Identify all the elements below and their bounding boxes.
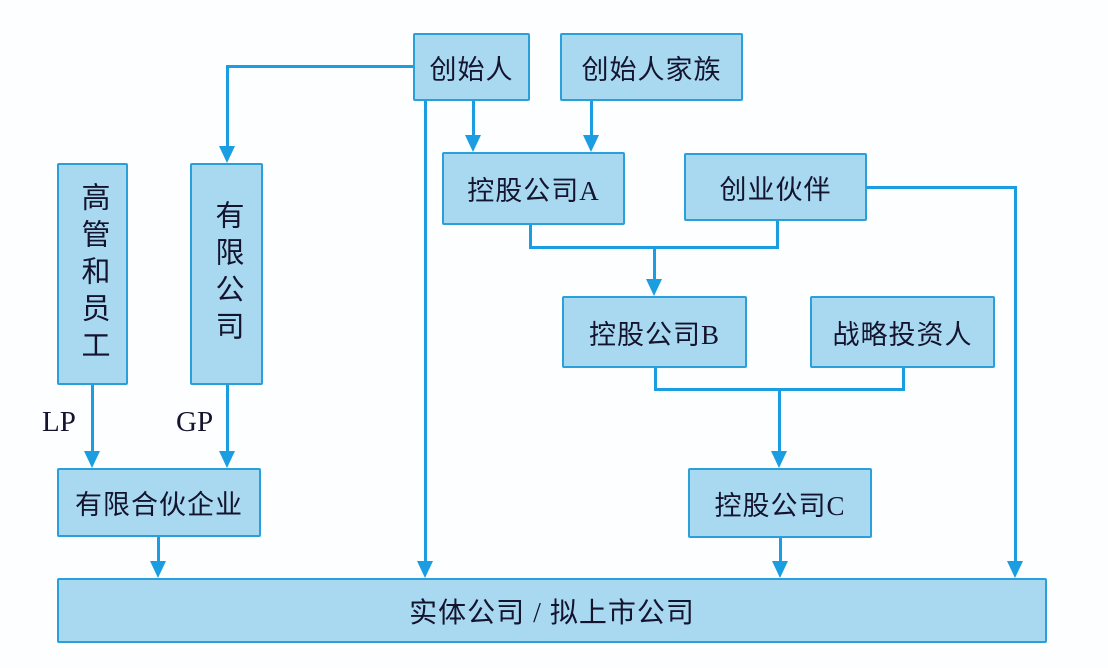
arrowhead-partners-into-entity bbox=[1007, 561, 1023, 578]
edge-holding-c-to-entity-vline bbox=[779, 537, 782, 563]
node-strategic-investors-label: 战略投资人 bbox=[832, 319, 973, 350]
arrowhead-holding-c-into-entity bbox=[772, 561, 788, 578]
edge-holding-b-drop-vline bbox=[654, 367, 657, 391]
arrowhead-partnership-into-entity bbox=[150, 561, 166, 578]
edge-label-gp: GP bbox=[176, 406, 214, 438]
arrowhead-family-into-holding-a bbox=[583, 135, 599, 152]
edge-holding-a-drop-vline bbox=[529, 224, 532, 249]
edge-strategic-drop-vline bbox=[902, 367, 905, 391]
edge-join-to-holding-b-vline bbox=[653, 246, 656, 281]
arrowhead-into-limited-company bbox=[219, 146, 235, 163]
edge-founder-to-limited-company-vline bbox=[226, 65, 229, 148]
edge-executives-to-partnership-vline bbox=[91, 384, 94, 453]
node-founder-family: 创始人家族 bbox=[560, 33, 743, 101]
edge-limited-company-to-partnership-vline bbox=[226, 384, 229, 453]
node-founder: 创始人 bbox=[413, 33, 530, 101]
node-executives-and-employees-label: 高管和员工 bbox=[77, 181, 109, 367]
node-holding-company-a: 控股公司A bbox=[442, 152, 625, 225]
edge-join-to-holding-c-vline bbox=[778, 388, 781, 453]
node-venture-partners-label: 创业伙伴 bbox=[719, 174, 832, 205]
node-entity-company: 实体公司 / 拟上市公司 bbox=[57, 578, 1047, 643]
edge-partners-to-entity-hline bbox=[867, 186, 1017, 189]
edge-partners-to-entity-vline bbox=[1014, 186, 1017, 563]
node-holding-company-b-label: 控股公司B bbox=[588, 319, 720, 350]
node-limited-company-label: 有限公司 bbox=[211, 200, 243, 348]
node-entity-company-label: 实体公司 / 拟上市公司 bbox=[409, 597, 695, 629]
edge-founder-to-limited-company-hline bbox=[227, 65, 415, 68]
node-executives-and-employees: 高管和员工 bbox=[57, 163, 128, 385]
node-strategic-investors: 战略投资人 bbox=[810, 296, 995, 368]
arrowhead-into-holding-b bbox=[646, 279, 662, 296]
arrowhead-gp-into-partnership bbox=[219, 451, 235, 468]
node-founder-family-label: 创始人家族 bbox=[581, 54, 722, 85]
arrowhead-founder-into-holding-a bbox=[465, 135, 481, 152]
node-holding-company-c-label: 控股公司C bbox=[714, 490, 846, 521]
node-holding-company-b: 控股公司B bbox=[562, 296, 747, 368]
arrowhead-lp-into-partnership bbox=[84, 451, 100, 468]
edge-partners-drop-vline bbox=[776, 220, 779, 249]
arrowhead-founder-into-entity bbox=[417, 561, 433, 578]
node-limited-partnership-label: 有限合伙企业 bbox=[75, 490, 243, 520]
edge-label-lp: LP bbox=[42, 406, 76, 438]
node-holding-company-c: 控股公司C bbox=[688, 468, 872, 538]
edge-founder-to-entity-vline bbox=[424, 100, 427, 563]
edge-founder-to-holding-a-vline bbox=[472, 100, 475, 138]
node-holding-company-a-label: 控股公司A bbox=[467, 176, 600, 206]
node-venture-partners: 创业伙伴 bbox=[684, 153, 867, 221]
node-limited-partnership: 有限合伙企业 bbox=[57, 468, 261, 537]
edge-partnership-to-entity-vline bbox=[157, 536, 160, 563]
edge-family-to-holding-a-vline bbox=[590, 100, 593, 138]
node-founder-label: 创始人 bbox=[429, 54, 514, 85]
arrowhead-into-holding-c bbox=[771, 451, 787, 468]
node-limited-company: 有限公司 bbox=[190, 163, 263, 385]
